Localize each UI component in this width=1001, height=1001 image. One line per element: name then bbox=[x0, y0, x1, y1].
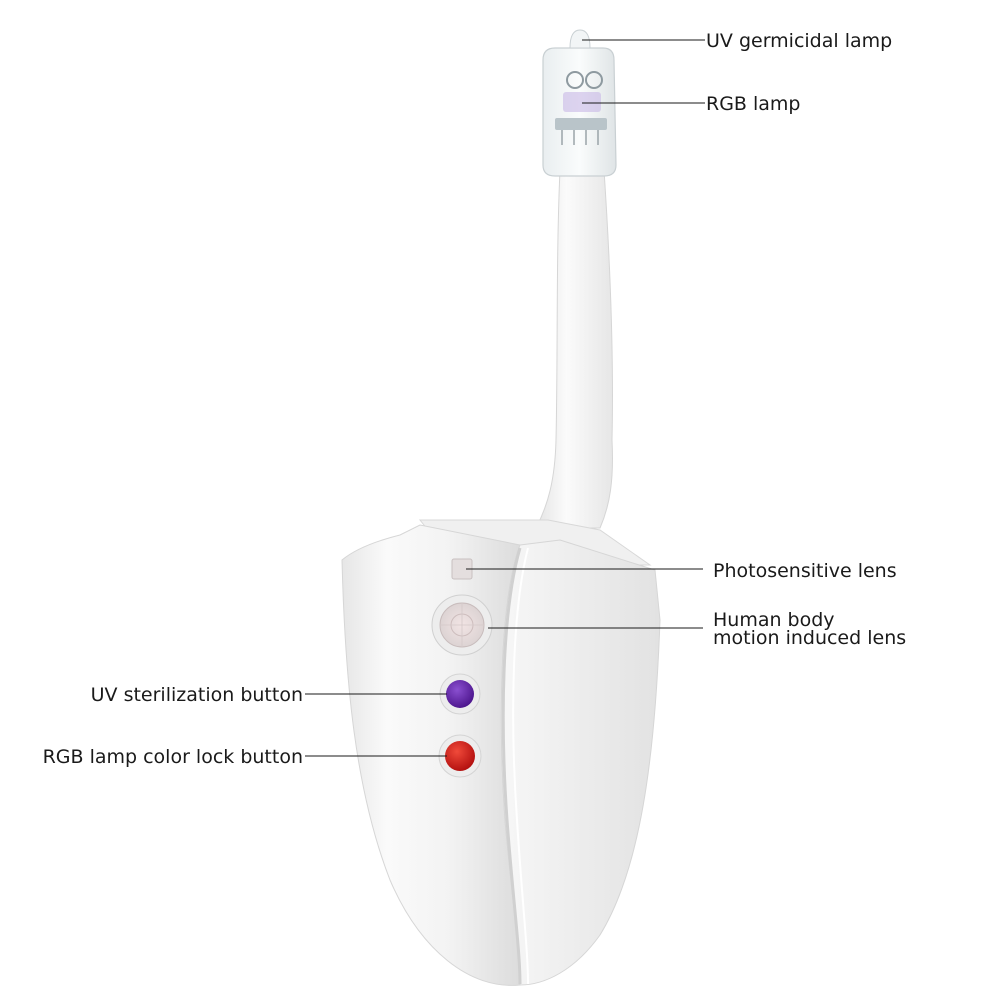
uv-sterilization-button[interactable] bbox=[439, 673, 481, 715]
rgb-led-icon bbox=[555, 71, 607, 145]
label-motion-lens-line1: Human body bbox=[713, 609, 835, 631]
label-uv-germicidal-lamp: UV germicidal lamp bbox=[706, 30, 892, 52]
lamp-head bbox=[542, 29, 617, 177]
label-photosensitive-lens: Photosensitive lens bbox=[713, 560, 897, 582]
label-uv-sterilization-button: UV sterilization button bbox=[91, 684, 303, 706]
rgb-color-lock-button[interactable] bbox=[438, 734, 482, 778]
flexible-stem bbox=[535, 169, 614, 529]
label-rgb-lamp: RGB lamp bbox=[706, 93, 801, 115]
motion-lens bbox=[431, 594, 493, 656]
label-rgb-color-lock-button: RGB lamp color lock button bbox=[43, 746, 303, 768]
label-motion-lens-line2: motion induced lens bbox=[713, 627, 906, 649]
leader-lines bbox=[305, 39, 705, 757]
sensor-body bbox=[341, 524, 661, 986]
